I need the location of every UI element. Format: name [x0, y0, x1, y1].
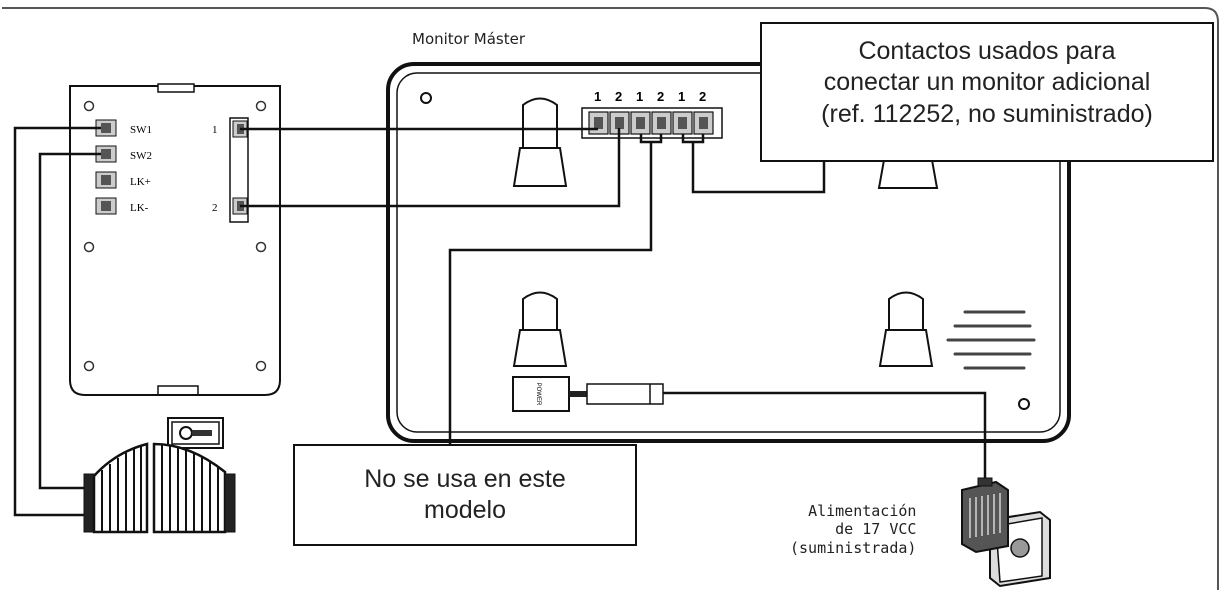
power-label-line: de 17 VCC: [835, 520, 917, 539]
callout-line: No se usa en este: [364, 465, 566, 493]
power-supply-label: Alimentación de 17 VCC (suministrada): [790, 502, 916, 557]
wire-bus-2: [240, 128, 621, 208]
connector-label-2: 2: [212, 202, 218, 214]
terminal-label-sw2: SW2: [130, 150, 152, 162]
callout-line: conectar un monitor adicional: [823, 68, 1151, 97]
wire-sw1: [13, 126, 101, 517]
terminal-label-lk-plus: LK+: [130, 176, 151, 188]
pin-label: 1: [636, 89, 643, 104]
pin-label: 2: [699, 89, 706, 104]
panel-screws: [83, 100, 267, 372]
pin-label: 1: [594, 89, 601, 104]
callout-unused: No se usa en este modelo: [293, 444, 637, 546]
terminal-label-sw1: SW1: [130, 124, 152, 136]
wire-power: [663, 391, 987, 480]
pin-label: 2: [657, 89, 664, 104]
monitor-screw: [1018, 398, 1030, 410]
callout-line: Contactos usados para: [858, 37, 1116, 65]
power-connector-label: POWER: [535, 383, 541, 406]
wire-extra-monitor: [691, 142, 826, 194]
key-lock-icon: [167, 417, 224, 449]
frame-border: [2, 7, 1219, 590]
power-label-line: (suministrada): [790, 538, 917, 557]
monitor-title: Monitor Máster: [412, 30, 526, 48]
power-connector: POWER: [512, 376, 664, 412]
terminal-label-lk-minus: LK-: [130, 202, 149, 214]
power-adapter-icon: [961, 477, 1051, 588]
outdoor-panel: SW1 SW2 LK+ LK- 1 2: [69, 83, 281, 396]
wire-unused: [448, 142, 653, 444]
terminal-block-left: [95, 119, 117, 215]
speaker-grille: [946, 310, 1036, 370]
connector-label-1: 1: [212, 124, 218, 136]
monitor-terminal-block: [581, 107, 723, 139]
monitor-screw: [420, 92, 432, 104]
callout-line: (ref. 112252, no suministrado): [821, 99, 1153, 128]
wiring: [13, 126, 987, 517]
wire-sw2: [38, 152, 101, 490]
callout-line: modelo: [424, 496, 506, 525]
pin-label: 1: [678, 89, 685, 104]
mount-hook-icon: [512, 97, 939, 367]
callout-extra-monitor: Contactos usados para conectar un monito…: [760, 22, 1214, 162]
pin-label: 2: [615, 89, 622, 104]
gate-icon: [83, 442, 236, 534]
power-label-line: Alimentación: [808, 502, 917, 520]
